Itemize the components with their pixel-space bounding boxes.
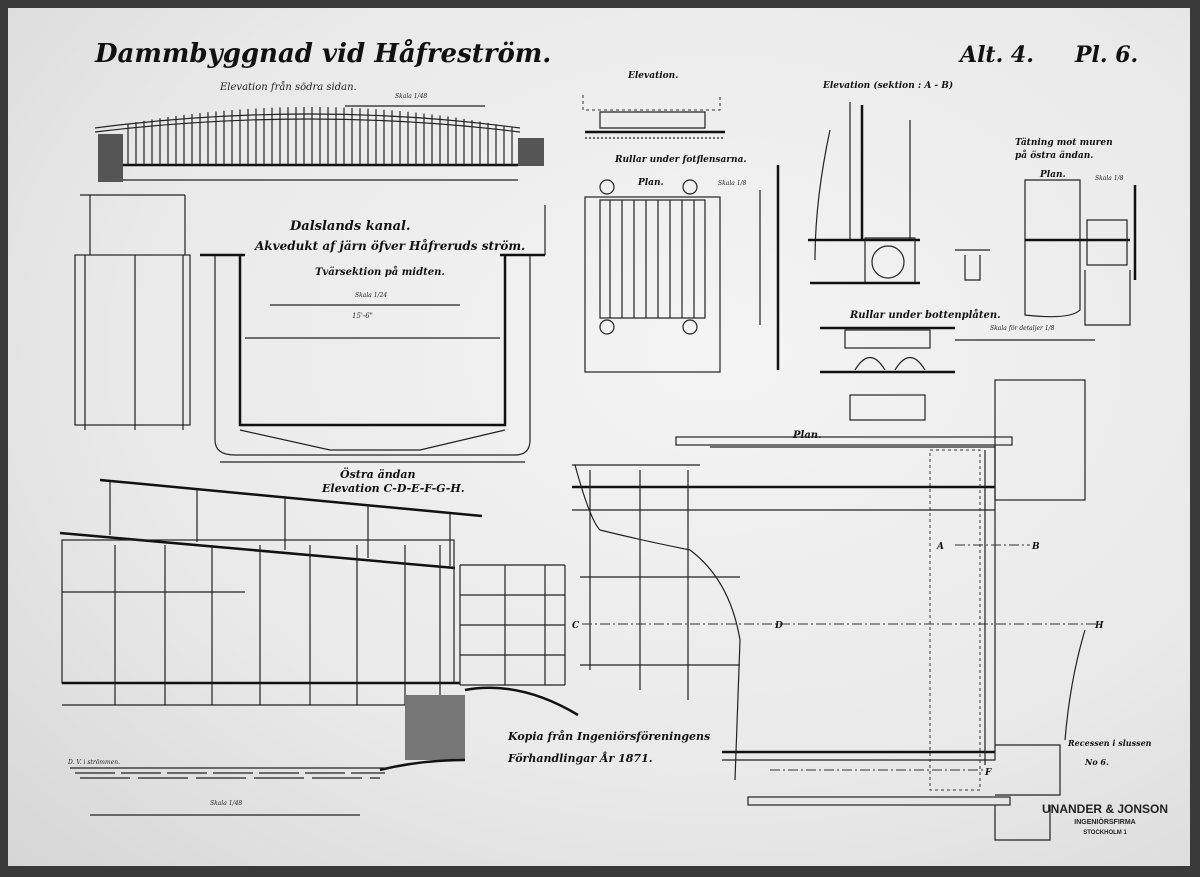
- label: Elevation från södra sidan.: [219, 81, 357, 93]
- label: Plan.: [792, 430, 822, 441]
- label: H: [1094, 621, 1104, 631]
- label: B: [1031, 542, 1040, 552]
- label: D: [774, 621, 783, 631]
- label: 15'-6": [352, 312, 373, 320]
- label: Elevation (sektion : A - B): [822, 80, 953, 91]
- label: Elevation.: [627, 71, 678, 81]
- firm-name: UNANDER & JONSON: [1042, 802, 1168, 816]
- drawing-title: Dammbyggnad vid Håfreström.: [94, 38, 551, 69]
- label: F: [984, 768, 992, 778]
- label: Skala 1/48: [210, 800, 242, 807]
- firm-subtitle: INGENIÖRSFIRMA: [1074, 817, 1135, 826]
- alt-number: Alt. 4.: [958, 42, 1034, 68]
- label: på östra ändan.: [1015, 149, 1093, 161]
- label: Skala 1/48: [395, 93, 427, 100]
- label: Recessen i slussen: [1067, 738, 1152, 748]
- label: Kopia från Ingeniörsföreningens: [507, 730, 710, 743]
- label: No 6.: [1084, 757, 1109, 767]
- east-end-elevation-view: Östra ändan Elevation C-D-E-F-G-H. D. V.…: [59, 467, 579, 816]
- label: Skala 1/8: [1095, 175, 1124, 182]
- section-a-b-view: Elevation (sektion : A - B): [808, 80, 990, 285]
- copy-note: Kopia från Ingeniörsföreningens Förhandl…: [507, 730, 710, 765]
- label: Förhandlingar År 1871.: [507, 751, 653, 765]
- roller-detail-views: Elevation. Rullar under fotflensarna. Pl…: [582, 71, 780, 373]
- label: Tätning mot muren: [1015, 137, 1113, 148]
- label: Skala för detaljer 1/8: [990, 325, 1055, 332]
- label: Rullar under fotflensarna.: [614, 155, 747, 165]
- label: Skala 1/8: [718, 180, 747, 187]
- label: Dalslands kanal.: [289, 219, 410, 234]
- bottom-roller-view: Rullar under bottenplåten. Skala för det…: [820, 309, 1095, 421]
- label: A: [936, 542, 944, 552]
- sealing-detail-view: Tätning mot muren på östra ändan. Plan. …: [1015, 137, 1137, 326]
- plate-number: Pl. 6.: [1074, 42, 1138, 68]
- label: Plan.: [1039, 170, 1066, 180]
- cross-section-view: Dalslands kanal. Akvedukt af järn öfver …: [74, 194, 546, 463]
- label: Skala 1/24: [355, 292, 387, 299]
- firm-stamp: UNANDER & JONSON INGENIÖRSFIRMA STOCKHOL…: [1042, 802, 1168, 836]
- label: D. V. i strömmen.: [67, 759, 120, 766]
- label: Tvärsektion på midten.: [315, 266, 445, 278]
- label: C: [572, 621, 580, 631]
- label: Östra ändan: [340, 467, 416, 481]
- label: Rullar under bottenplåten.: [849, 309, 1001, 321]
- main-plan-view: Plan. A B C D H F Recessen i slussen No …: [572, 379, 1152, 841]
- firm-city: STOCKHOLM 1: [1083, 830, 1127, 836]
- label: Akvedukt af järn öfver Håfreruds ström.: [254, 238, 525, 253]
- south-elevation-view: Elevation från södra sidan. Skala 1/48: [94, 81, 544, 182]
- label: Plan.: [637, 178, 664, 188]
- label: Elevation C-D-E-F-G-H.: [321, 482, 465, 495]
